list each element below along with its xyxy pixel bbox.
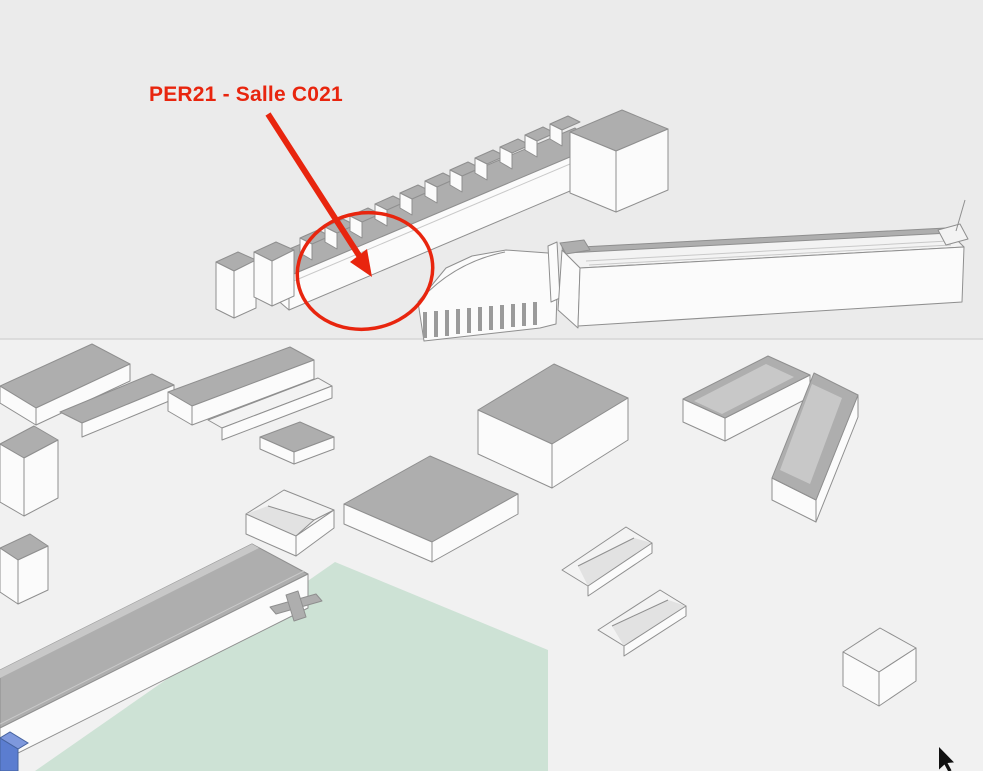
wall-face [587, 542, 653, 597]
annotation-arrow-shaft [265, 112, 363, 259]
building-mid-tall-box[interactable] [477, 363, 629, 489]
building-blue[interactable] [0, 731, 29, 771]
roof-edge-band [0, 544, 259, 678]
pillar-comb [423, 302, 537, 338]
wall-face [233, 259, 257, 319]
rooftop-block [559, 239, 591, 255]
building-barrack-north[interactable] [561, 526, 653, 597]
roof-terrace-band [780, 384, 842, 484]
building-long-east[interactable] [557, 199, 969, 329]
wall-face [577, 246, 965, 327]
building-hip-house[interactable] [245, 489, 335, 557]
wall-face [878, 647, 917, 707]
antenna [955, 199, 966, 232]
roof-terrace-band [694, 364, 794, 414]
wall-face [271, 249, 295, 307]
roof-ridge-line [267, 505, 335, 537]
building-mid-flat-box[interactable] [343, 455, 519, 563]
annotation-arrow-head [350, 249, 372, 277]
wall-face [167, 391, 193, 426]
wall-face [17, 545, 49, 605]
wall-face [23, 439, 59, 517]
wall-face [615, 128, 669, 213]
building-l-shaped[interactable] [682, 355, 859, 523]
cross-monument[interactable] [269, 590, 323, 622]
roof-ridge-line [577, 537, 635, 567]
wall-face [557, 249, 581, 329]
eave-line [0, 570, 305, 725]
room-annotation: PER21 - Salle C021 [149, 83, 435, 332]
roof-line [588, 244, 952, 266]
wall-face [431, 493, 519, 563]
roof-slope-shade [246, 506, 314, 536]
building-left-edge-box[interactable] [0, 425, 59, 517]
wall-face [0, 573, 309, 763]
building-northwest-slab[interactable] [0, 343, 175, 438]
cursor-icon [939, 747, 954, 771]
roof-slope-shade [612, 600, 686, 646]
roof-line [585, 240, 949, 262]
lawn-area [35, 562, 548, 771]
building-west-slab[interactable] [167, 346, 335, 465]
annotation-label: PER21 - Salle C021 [149, 83, 343, 106]
building-cube-tower[interactable] [569, 109, 669, 213]
annex-wall [221, 385, 333, 441]
wall-face [623, 605, 687, 657]
building-southwest-long[interactable] [0, 543, 309, 763]
wall-face [551, 397, 629, 489]
cross-bar [285, 590, 307, 622]
roof-ridge-line [611, 599, 669, 627]
building-left-edge-slab[interactable] [0, 533, 49, 605]
wall-face [293, 436, 335, 465]
wall-face [295, 509, 335, 557]
highlight-circle-annotation [295, 210, 435, 332]
facade-line [288, 152, 597, 284]
wall-face [215, 261, 235, 319]
wall-face [0, 385, 37, 426]
building-small-cube[interactable] [842, 627, 917, 707]
roof-slope-shade [578, 538, 652, 586]
rooftop-step [937, 223, 969, 246]
wall-face [0, 737, 19, 771]
building-barrack-south[interactable] [597, 589, 687, 657]
wall-face [253, 251, 273, 307]
